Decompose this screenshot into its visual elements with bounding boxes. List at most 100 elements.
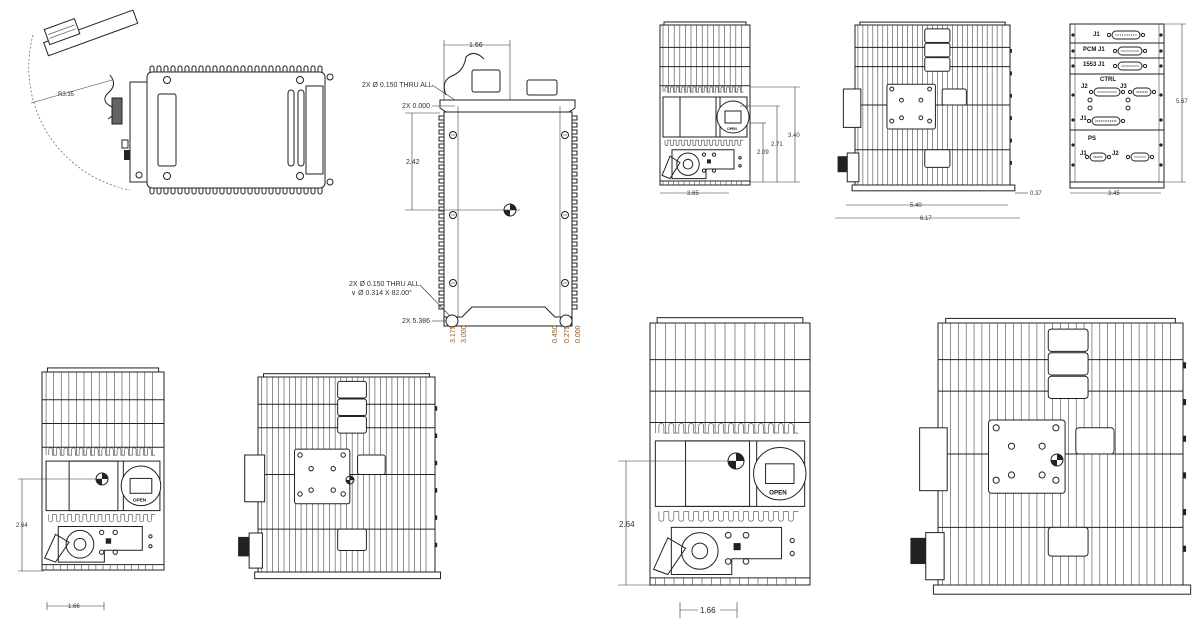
cg-quadrant — [1051, 460, 1057, 466]
pin — [1104, 120, 1106, 122]
screw — [724, 558, 732, 565]
d-sub-connector — [1089, 152, 1107, 162]
pin — [1131, 50, 1133, 52]
dim-0-37: 0.37 — [1030, 191, 1042, 197]
pin — [1146, 91, 1148, 93]
pin — [1125, 50, 1127, 52]
dim-height: 2.42 — [406, 159, 420, 166]
screws — [449, 131, 569, 287]
jackscrew — [1106, 154, 1112, 160]
panel-screw — [1071, 93, 1075, 97]
screw — [98, 529, 105, 536]
dim-5-40: 5.40 — [910, 203, 922, 209]
jackscrew — [1120, 89, 1126, 95]
screw — [899, 115, 904, 121]
pin — [1133, 65, 1135, 67]
switch-handle — [129, 477, 153, 494]
side-nub — [1183, 398, 1187, 406]
pin — [1102, 120, 1104, 122]
pin — [1144, 156, 1146, 158]
label-window — [337, 380, 367, 399]
center-pin — [733, 543, 741, 551]
pin — [1115, 120, 1117, 122]
side-nub — [1010, 93, 1012, 98]
screw — [1038, 471, 1046, 479]
mount-hole — [326, 178, 334, 186]
pin — [1134, 156, 1136, 158]
screw — [918, 97, 924, 103]
dim-1-66-large: 1.66 — [700, 606, 716, 615]
pin — [1122, 34, 1124, 36]
screw — [308, 465, 314, 472]
side-nub — [435, 406, 438, 411]
enclosure-body — [146, 71, 326, 189]
screw — [449, 211, 457, 219]
cg-quadrant — [96, 479, 102, 485]
pin — [1109, 120, 1112, 122]
label-window — [1075, 427, 1115, 455]
pin — [1103, 91, 1105, 93]
panel-screw — [1159, 49, 1163, 53]
cg-quadrant — [346, 480, 350, 484]
radius-leader — [30, 79, 113, 104]
pin — [1136, 156, 1138, 158]
cg-quadrant — [350, 476, 354, 480]
pin — [1113, 91, 1115, 93]
screw — [296, 76, 304, 84]
slot — [287, 89, 295, 167]
connector-panel-view: J1 PCM J1 1553 J1 CTRL J2 J3 J1 PS J1 J2… — [1069, 23, 1188, 197]
center-pin — [707, 159, 711, 164]
hole-callout-bottom-1: 2X Ø 0.150 THRU ALL — [349, 281, 420, 288]
handle-bracket — [919, 427, 948, 492]
pin — [1144, 91, 1146, 93]
jackscrew — [1125, 154, 1131, 160]
screw — [330, 487, 336, 493]
mount-plate — [988, 419, 1066, 494]
screw — [927, 86, 933, 92]
jackscrew — [1127, 89, 1133, 95]
dim-5-67: 5.67 — [1176, 99, 1188, 105]
panel-screw — [1071, 118, 1075, 122]
pin — [1130, 34, 1133, 36]
side-nub — [435, 433, 438, 438]
side-nub — [1183, 435, 1187, 442]
pin — [1135, 34, 1137, 36]
top-view-lid-open: R3.35 — [28, 9, 334, 195]
pin — [1115, 91, 1117, 93]
label-window — [337, 416, 367, 434]
conn-label-ps-j1: J1 — [1080, 151, 1087, 157]
screw — [724, 531, 732, 539]
side-nub — [1183, 545, 1187, 552]
connector-knob — [910, 537, 926, 565]
side-nub — [435, 460, 438, 466]
ordinate-0: 3.175 — [450, 325, 457, 343]
screw — [992, 476, 1000, 484]
dim-2-64-large: 2.64 — [619, 520, 635, 529]
jackscrew — [1084, 154, 1090, 160]
screw — [899, 97, 904, 103]
open-lid — [43, 9, 139, 57]
dim-2-64-small: 2.64 — [16, 523, 28, 529]
base-plate — [254, 571, 442, 580]
side-nub — [435, 488, 438, 493]
screw — [112, 529, 118, 536]
side-nub — [1010, 49, 1012, 53]
pin — [1106, 120, 1108, 122]
pin — [1133, 34, 1135, 36]
connector-cable — [44, 533, 70, 563]
main-connector — [680, 532, 719, 570]
pin — [1095, 120, 1097, 122]
screw — [927, 118, 933, 124]
dim-1-66-small: 1.66 — [68, 604, 80, 610]
d-sub-connector — [1091, 116, 1121, 126]
conn-label-1553-j1: 1553 J1 — [1083, 62, 1105, 68]
screw — [1125, 105, 1131, 111]
screw — [889, 118, 895, 124]
hole — [738, 164, 742, 168]
side-view-bottom-small — [238, 373, 442, 580]
pin — [1119, 34, 1122, 36]
bottom-plan-view: 1.66 2X Ø 0.150 THRU ALL 2X 0.000 2.42 2… — [349, 40, 582, 343]
side-nub — [435, 515, 438, 520]
panel-screw — [1159, 163, 1163, 167]
